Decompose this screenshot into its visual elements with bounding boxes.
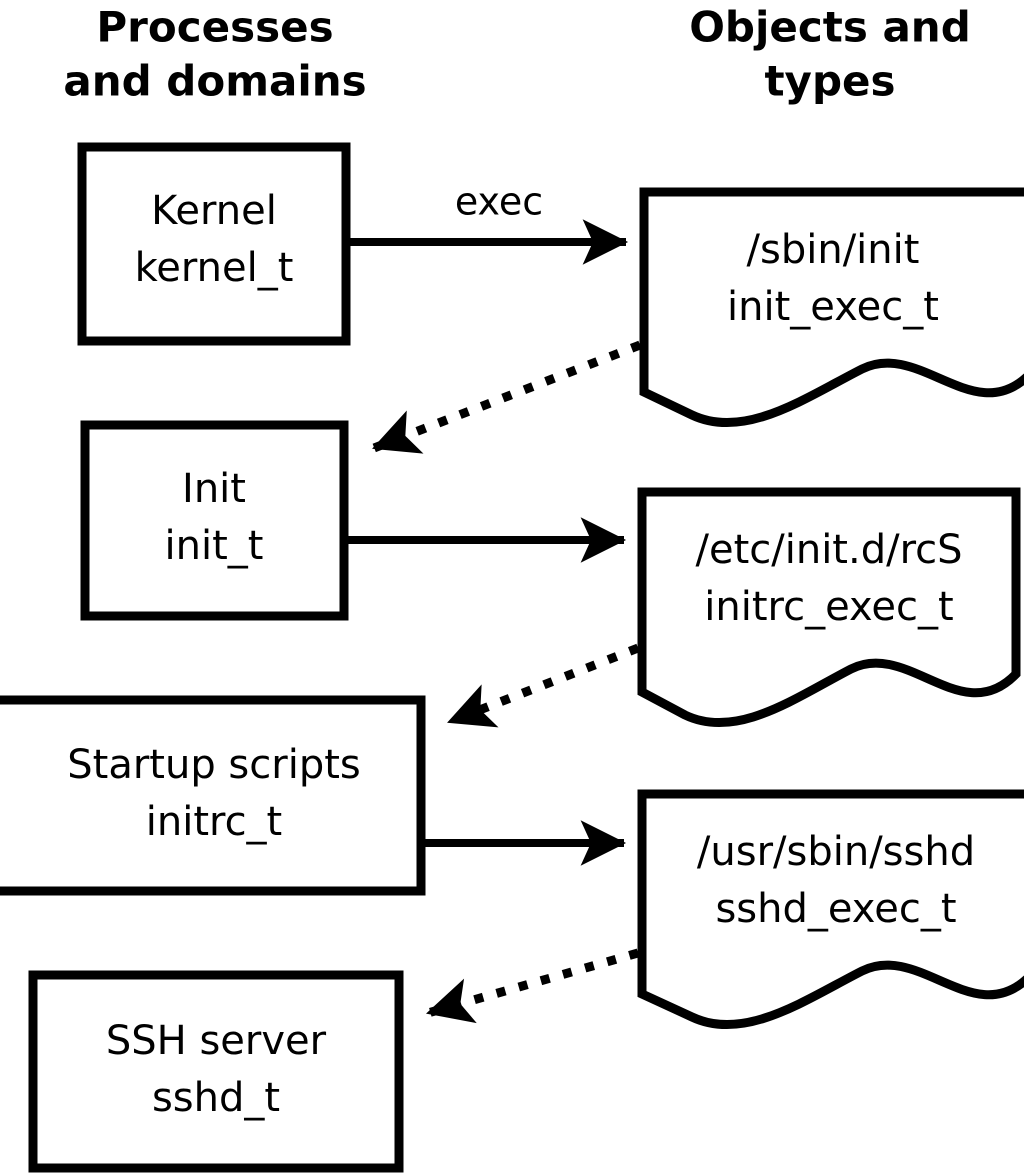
edge-sbin-init-to-init <box>372 340 642 454</box>
process-node-ssh-server-type: sshd_t <box>152 1075 280 1121</box>
edge-rcs-to-startup-scripts-line <box>447 643 640 728</box>
object-node-sbin-init-document-shape[interactable] <box>639 187 1024 428</box>
right-column-heading-line1: Objects and <box>689 3 971 52</box>
edge-sshd-exec-to-ssh-server-line <box>425 948 640 1024</box>
process-node-init-name: Init <box>182 466 246 512</box>
edge-rcs-to-startup-scripts <box>447 643 640 728</box>
process-node-init-box[interactable] <box>80 420 349 621</box>
process-node-kernel-name: Kernel <box>151 188 277 234</box>
object-node-etc-initd-rcs[interactable]: /etc/init.d/rcS initrc_exec_t <box>637 487 1021 728</box>
process-node-startup-scripts[interactable]: Startup scripts initrc_t <box>0 695 426 896</box>
object-node-etc-initd-rcs-type: initrc_exec_t <box>704 584 953 630</box>
object-node-usr-sbin-sshd-document-shape[interactable] <box>637 789 1024 1030</box>
process-node-init-type: init_t <box>165 523 264 569</box>
object-node-usr-sbin-sshd[interactable]: /usr/sbin/sshd sshd_exec_t <box>637 789 1024 1030</box>
process-node-ssh-server-name: SSH server <box>106 1018 327 1064</box>
right-column-heading-line2: types <box>764 57 895 106</box>
process-node-kernel[interactable]: Kernel kernel_t <box>77 142 351 346</box>
left-column-heading-line1: Processes <box>96 3 333 52</box>
process-node-init[interactable]: Init init_t <box>80 420 349 621</box>
process-node-ssh-server[interactable]: SSH server sshd_t <box>28 970 404 1173</box>
edge-sbin-init-to-init-line <box>372 340 642 454</box>
process-node-ssh-server-box[interactable] <box>28 970 404 1173</box>
object-node-etc-initd-rcs-path: /etc/init.d/rcS <box>695 527 962 573</box>
process-node-kernel-type: kernel_t <box>135 245 294 291</box>
right-column-heading: Objects and types <box>689 3 971 106</box>
object-node-sbin-init[interactable]: /sbin/init init_exec_t <box>639 187 1024 428</box>
process-node-kernel-box[interactable] <box>77 142 351 346</box>
process-node-startup-scripts-type: initrc_t <box>146 799 283 845</box>
edge-kernel-to-sbin-init: exec <box>350 180 629 265</box>
left-column-heading: Processes and domains <box>63 3 366 106</box>
edge-label-exec: exec <box>455 180 543 224</box>
object-node-sbin-init-type: init_exec_t <box>727 284 939 330</box>
object-node-sbin-init-path: /sbin/init <box>747 227 920 273</box>
object-node-usr-sbin-sshd-path: /usr/sbin/sshd <box>697 829 975 875</box>
edge-sshd-exec-to-ssh-server <box>425 948 640 1024</box>
left-column-heading-line2: and domains <box>63 57 366 106</box>
process-node-startup-scripts-name: Startup scripts <box>67 742 360 788</box>
object-node-usr-sbin-sshd-type: sshd_exec_t <box>715 886 956 932</box>
object-node-etc-initd-rcs-document-shape[interactable] <box>637 487 1021 728</box>
process-node-startup-scripts-box[interactable] <box>0 695 426 896</box>
